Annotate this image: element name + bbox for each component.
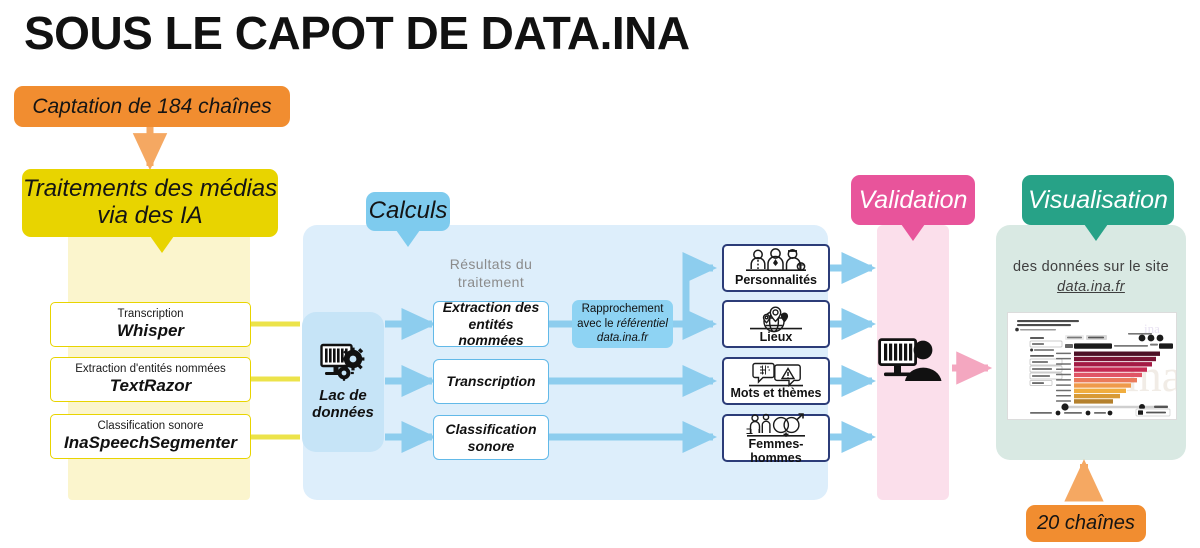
results-heading-line2: traitement [457, 273, 525, 290]
matching-line2-italic: référentiel [616, 317, 668, 330]
matching-label: Rapprochement avec le référentiel data.i… [577, 302, 668, 347]
category-label: Personnalités [735, 273, 817, 288]
ai-tool-task: Extraction d'entités nommées [75, 363, 226, 376]
visualisation-label: Visualisation [1028, 186, 1168, 214]
result-label-line1: Extraction des [442, 298, 540, 315]
traitements-label-line1: Traitements des médias [22, 175, 278, 203]
ai-tool-name: Whisper [116, 321, 185, 341]
result-box[interactable]: Transcription [433, 359, 549, 404]
ai-tool-name: TextRazor [109, 376, 192, 396]
validation-badge[interactable]: Validation [851, 175, 975, 241]
ai-tool-box[interactable]: Transcription Whisper [50, 302, 251, 347]
globe-pins-icon [748, 305, 804, 332]
category-box-personnalites[interactable]: Personnalités [722, 244, 830, 292]
bubble-tail [150, 236, 174, 253]
result-box[interactable]: Classification sonore [433, 415, 549, 460]
visualisation-badge[interactable]: Visualisation [1022, 175, 1174, 241]
person-at-computer-icon [878, 338, 948, 382]
category-label: Lieux [759, 329, 793, 344]
data-lake-node[interactable]: Lac de données [302, 312, 384, 452]
ai-tool-task: Classification sonore [97, 420, 204, 433]
ai-tool-task: Transcription [117, 308, 184, 321]
category-box-mots-et-themes[interactable]: Mots et thèmes [722, 357, 830, 405]
category-box-femmes-hommes[interactable]: Femmes-hommes [722, 412, 830, 464]
speech-bubbles-icon [747, 362, 805, 388]
data-lake-label: Lac de données [312, 386, 374, 421]
people-icon [745, 248, 807, 274]
matching-line3: data.ina.fr [596, 332, 649, 345]
captation-badge[interactable]: Captation de 184 chaînes [14, 86, 290, 127]
bubble-tail [901, 224, 925, 241]
page-title: SOUS LE CAPOT DE DATA.INA [24, 7, 690, 59]
matching-line2-prefix: avec le [577, 317, 617, 330]
bubble-tail [1084, 224, 1108, 241]
calculs-badge[interactable]: Calculs [366, 192, 450, 247]
gender-symbols-icon [745, 412, 807, 438]
result-box[interactable]: Extraction des entités nommées [433, 298, 549, 349]
result-label-line1: Transcription [446, 373, 536, 390]
category-box-lieux[interactable]: Lieux [722, 300, 830, 348]
category-label: Mots et thèmes [730, 386, 822, 401]
matching-line1: Rapprochement [581, 302, 664, 315]
validation-label: Validation [858, 186, 968, 214]
channels-out-badge[interactable]: 20 chaînes [1026, 505, 1146, 542]
ai-tool-box[interactable]: Extraction d'entités nommées TextRazor [50, 357, 251, 402]
visualisation-caption: des données sur le site data.ina.fr [1000, 258, 1182, 297]
matching-node[interactable]: Rapprochement avec le référentiel data.i… [572, 300, 673, 348]
result-label-line2: entités nommées [458, 315, 524, 349]
traitements-label-line2: via des IA [97, 202, 203, 229]
ai-tool-name: InaSpeechSegmenter [64, 433, 237, 453]
channels-out-label: 20 chaînes [1037, 512, 1135, 535]
server-gears-icon [320, 343, 366, 383]
result-label-line2: sonore [467, 437, 515, 454]
results-heading-line1: Résultats du [449, 256, 533, 272]
result-label-line1: Classification [445, 420, 537, 437]
category-label: Femmes-hommes [748, 436, 804, 465]
captation-label: Captation de 184 chaînes [32, 94, 272, 118]
calculs-label: Calculs [368, 197, 448, 225]
svg-text:ina: ina [1144, 321, 1160, 336]
traitements-badge[interactable]: Traitements des médias via des IA [22, 169, 278, 253]
visualisation-caption-line1: des données sur le site [1012, 259, 1170, 275]
visualisation-caption-line2: data.ina.fr [1057, 278, 1125, 295]
ai-tool-box[interactable]: Classification sonore InaSpeechSegmenter [50, 414, 251, 459]
bubble-tail [396, 230, 420, 247]
dashboard-screenshot[interactable]: ina ina [1007, 312, 1177, 420]
results-heading: Résultats du traitement [416, 256, 566, 291]
